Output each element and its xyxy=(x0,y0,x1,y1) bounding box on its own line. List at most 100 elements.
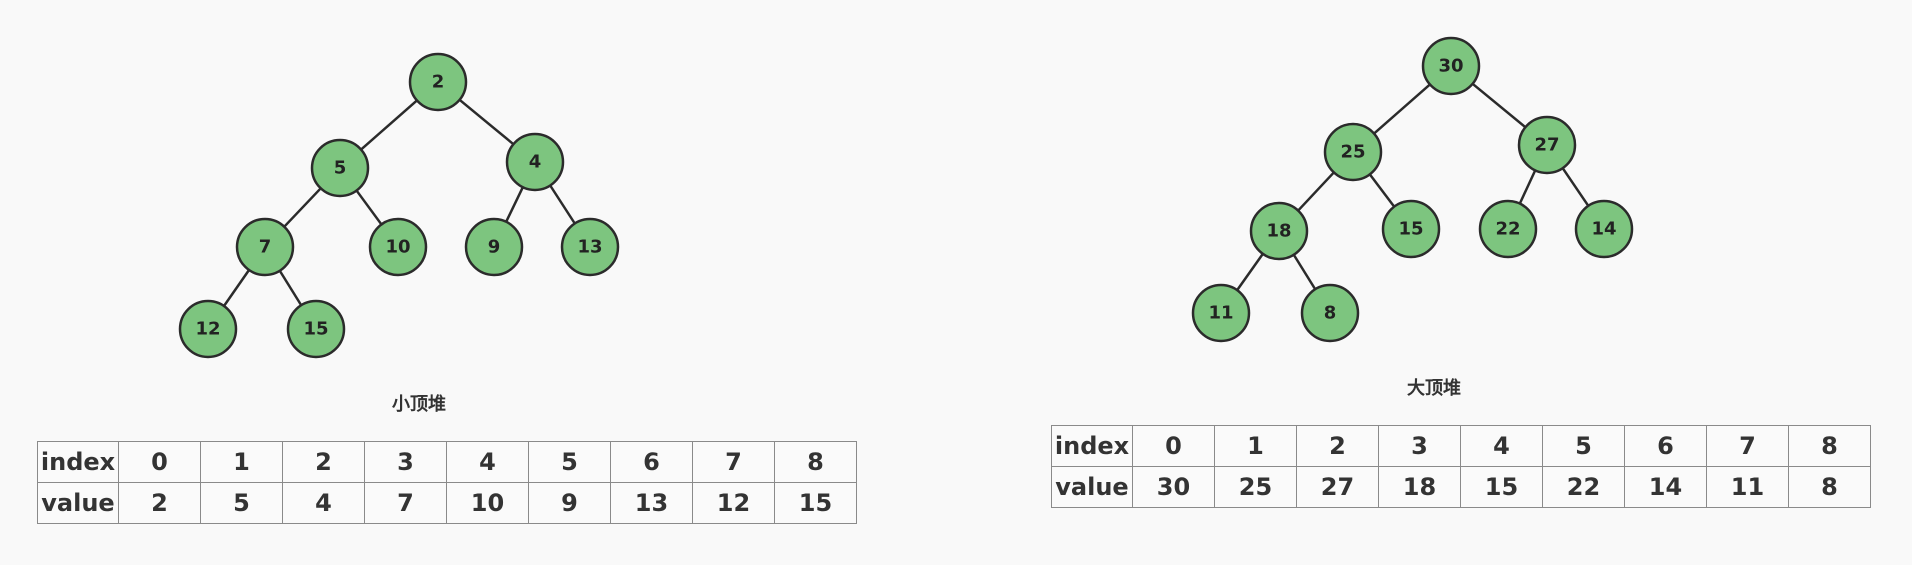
value-row: value 30 25 27 18 15 22 14 11 8 xyxy=(1051,466,1871,508)
value-cell: 13 xyxy=(610,482,693,524)
node-circle xyxy=(560,217,620,277)
tree-edge xyxy=(549,184,576,225)
tree-node: 9 xyxy=(464,217,524,277)
row-label-value: value xyxy=(37,482,119,524)
tree-node: 27 xyxy=(1517,115,1577,175)
index-cell: 6 xyxy=(610,441,693,483)
index-cell: 4 xyxy=(446,441,529,483)
tree-node: 22 xyxy=(1478,199,1538,259)
value-cell: 15 xyxy=(774,482,857,524)
tree-node: 5 xyxy=(310,138,370,198)
node-circle xyxy=(408,52,468,112)
node-value: 13 xyxy=(577,237,602,258)
min-heap-caption: 小顶堆 xyxy=(392,394,446,415)
index-cell: 8 xyxy=(1788,425,1871,467)
node-value: 11 xyxy=(1208,303,1233,324)
value-cell: 11 xyxy=(1706,466,1789,508)
node-value: 14 xyxy=(1591,219,1616,240)
value-cell: 2 xyxy=(118,482,201,524)
tree-edge xyxy=(1518,169,1537,205)
node-circle xyxy=(1300,283,1360,343)
node-circle xyxy=(1381,199,1441,259)
node-circle xyxy=(1323,122,1383,182)
value-cell: 18 xyxy=(1378,466,1461,508)
node-circle xyxy=(368,217,428,277)
tree-edge xyxy=(222,269,251,307)
index-row: index 0 1 2 3 4 5 6 7 8 xyxy=(1051,425,1871,467)
node-circle xyxy=(286,299,346,359)
tree-edge xyxy=(458,98,515,146)
node-value: 2 xyxy=(432,72,445,93)
node-value: 15 xyxy=(1398,219,1423,240)
node-value: 7 xyxy=(259,237,272,258)
min-heap-array-table: index 0 1 2 3 4 5 6 7 8 value 2 5 4 7 10… xyxy=(37,441,857,524)
tree-node: 4 xyxy=(505,132,565,192)
tree-node: 25 xyxy=(1323,122,1383,182)
tree-node: 30 xyxy=(1421,36,1481,96)
node-value: 27 xyxy=(1534,135,1559,156)
node-value: 5 xyxy=(334,158,347,179)
tree-edge xyxy=(1292,254,1317,290)
index-cell: 4 xyxy=(1460,425,1543,467)
node-circle xyxy=(1574,199,1634,259)
tree-edge xyxy=(1471,82,1527,129)
tree-node: 13 xyxy=(560,217,620,277)
tree-node: 11 xyxy=(1191,283,1251,343)
node-circle xyxy=(1421,36,1481,96)
tree-edge xyxy=(1297,171,1335,212)
value-cell: 15 xyxy=(1460,466,1543,508)
tree-edge xyxy=(1373,83,1431,135)
row-label-value: value xyxy=(1051,466,1133,508)
node-value: 15 xyxy=(303,319,328,340)
index-cell: 5 xyxy=(528,441,611,483)
node-circle xyxy=(464,217,524,277)
index-cell: 8 xyxy=(774,441,857,483)
value-cell: 7 xyxy=(364,482,447,524)
tree-node: 15 xyxy=(286,299,346,359)
node-value: 30 xyxy=(1438,56,1463,77)
tree-edge xyxy=(1236,253,1264,291)
tree-edge xyxy=(1368,173,1396,208)
tree-node: 7 xyxy=(235,217,295,277)
value-cell: 22 xyxy=(1542,466,1625,508)
tree-node: 2 xyxy=(408,52,468,112)
index-cell: 0 xyxy=(1132,425,1215,467)
index-cell: 0 xyxy=(118,441,201,483)
value-cell: 9 xyxy=(528,482,611,524)
node-value: 25 xyxy=(1340,142,1365,163)
index-cell: 1 xyxy=(1214,425,1297,467)
tree-edge xyxy=(355,189,383,226)
tree-node: 8 xyxy=(1300,283,1360,343)
node-value: 4 xyxy=(529,152,542,173)
tree-node: 10 xyxy=(368,217,428,277)
value-cell: 4 xyxy=(282,482,365,524)
index-cell: 2 xyxy=(1296,425,1379,467)
node-circle xyxy=(178,299,238,359)
value-cell: 14 xyxy=(1624,466,1707,508)
value-cell: 12 xyxy=(692,482,775,524)
value-cell: 8 xyxy=(1788,466,1871,508)
index-cell: 7 xyxy=(692,441,775,483)
node-value: 8 xyxy=(1324,303,1337,324)
value-cell: 5 xyxy=(200,482,283,524)
tree-edge xyxy=(278,270,303,306)
tree-node: 12 xyxy=(178,299,238,359)
max-heap-caption: 大顶堆 xyxy=(1407,378,1461,399)
value-cell: 25 xyxy=(1214,466,1297,508)
value-cell: 30 xyxy=(1132,466,1215,508)
index-cell: 3 xyxy=(1378,425,1461,467)
node-value: 18 xyxy=(1266,221,1291,242)
index-cell: 3 xyxy=(364,441,447,483)
node-circle xyxy=(1191,283,1251,343)
tree-node: 14 xyxy=(1574,199,1634,259)
index-cell: 2 xyxy=(282,441,365,483)
node-circle xyxy=(1517,115,1577,175)
index-cell: 5 xyxy=(1542,425,1625,467)
node-value: 9 xyxy=(488,237,501,258)
index-cell: 6 xyxy=(1624,425,1707,467)
index-cell: 7 xyxy=(1706,425,1789,467)
node-value: 22 xyxy=(1495,219,1520,240)
tree-edge xyxy=(1561,167,1590,207)
tree-node: 15 xyxy=(1381,199,1441,259)
